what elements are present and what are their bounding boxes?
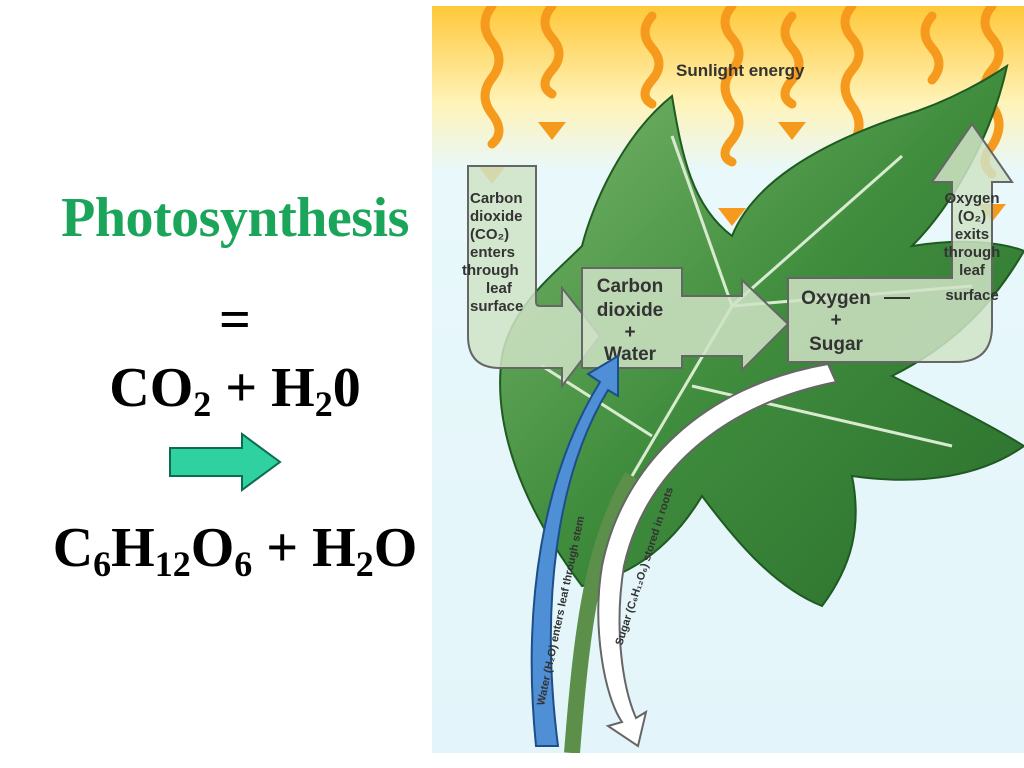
leaf-stem xyxy=(564,472,639,753)
center-input-label: Carbon dioxide + Water xyxy=(597,276,664,365)
svg-text:(CO₂): (CO₂) xyxy=(470,226,509,243)
svg-text:+: + xyxy=(624,322,635,343)
slide-title: Photosynthesis xyxy=(61,187,409,249)
center-output-label: Oxygen + Sugar xyxy=(801,288,871,355)
svg-text:+: + xyxy=(830,310,841,331)
svg-text:leaf: leaf xyxy=(959,262,986,279)
svg-text:surface: surface xyxy=(470,298,523,315)
svg-text:through: through xyxy=(944,244,1001,261)
svg-text:(O₂): (O₂) xyxy=(958,208,986,225)
svg-text:Carbon: Carbon xyxy=(597,276,664,297)
output-box xyxy=(787,122,1014,363)
svg-text:Carbon: Carbon xyxy=(470,190,523,207)
water-path-arrow xyxy=(530,354,619,747)
svg-text:dioxide: dioxide xyxy=(470,208,523,225)
svg-text:dioxide: dioxide xyxy=(597,300,664,321)
svg-text:Sugar: Sugar xyxy=(809,334,863,355)
svg-text:Oxygen: Oxygen xyxy=(944,190,999,207)
co2-enters-label: Carbon dioxide (CO₂) enters through leaf… xyxy=(462,190,523,315)
o2-exits-label: Oxygen (O₂) exits through leaf surface xyxy=(944,190,1001,304)
sunlight-label: Sunlight energy xyxy=(676,61,805,80)
equation-panel: Photosynthesis = CO2 + H20 C6H12O6 + H2O xyxy=(0,0,470,768)
svg-text:enters: enters xyxy=(470,244,515,261)
svg-text:through: through xyxy=(462,262,519,279)
products-formula: C6H12O6 + H2O xyxy=(52,517,418,584)
svg-text:exits: exits xyxy=(955,226,989,243)
sugar-path-arrow xyxy=(597,362,838,748)
svg-text:surface: surface xyxy=(945,287,998,304)
process-arrow-block xyxy=(581,267,790,373)
svg-text:Oxygen: Oxygen xyxy=(801,288,871,309)
reactants-formula: CO2 + H20 xyxy=(109,357,361,424)
yields-arrow-icon xyxy=(169,432,282,492)
photosynthesis-leaf-diagram: Sunlight energy Carbon dioxide (CO₂) ent… xyxy=(432,6,1024,753)
equals-sign: = xyxy=(219,289,251,351)
svg-text:leaf: leaf xyxy=(486,280,513,297)
